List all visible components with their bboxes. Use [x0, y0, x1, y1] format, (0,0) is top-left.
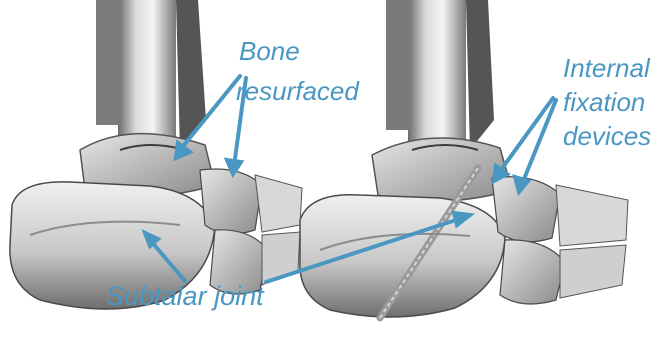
fixation-label-line3: devices — [563, 123, 651, 149]
right-calcaneus — [300, 195, 505, 317]
right-metatarsals — [556, 185, 628, 246]
left-metatarsals — [255, 175, 302, 232]
arrow-fixation-1 — [498, 98, 553, 174]
left-navicular — [200, 169, 262, 234]
arrow-fixation-2 — [522, 100, 556, 184]
fixation-label-line2: fixation — [563, 89, 645, 115]
left-tibia-shaft — [118, 0, 176, 150]
bone-resurfaced-label-line1: Bone — [239, 38, 300, 64]
fixation-label-line1: Internal — [563, 55, 650, 81]
right-tibia-shaft — [408, 0, 466, 150]
right-cuboid — [500, 240, 565, 304]
right-ankle-bones — [300, 0, 628, 318]
left-fibula-shaft — [96, 0, 122, 125]
subtalar-joint-label: Subtalar joint — [106, 283, 264, 310]
right-fibula-shaft — [386, 0, 410, 130]
bone-resurfaced-label-line2: resurfaced — [236, 78, 359, 104]
right-talus — [372, 138, 512, 201]
